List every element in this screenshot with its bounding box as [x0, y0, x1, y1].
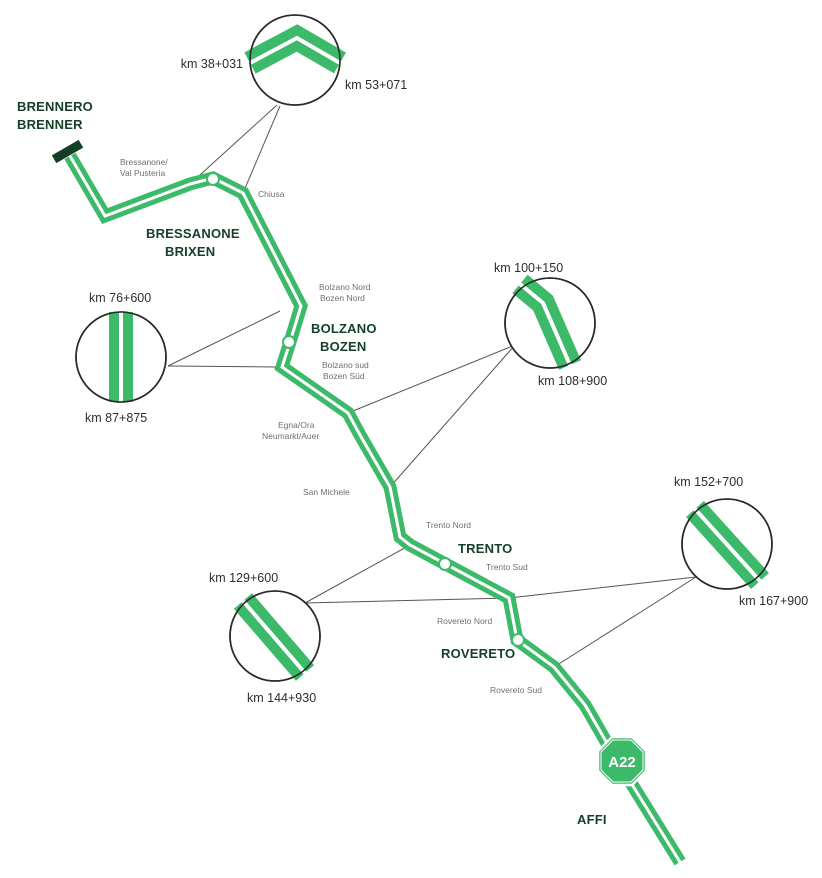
section-4-from: km 129+600 [209, 571, 278, 585]
zoom-circle-3 [504, 274, 596, 370]
section-1-road-center [249, 35, 342, 65]
bressanone-marker [206, 172, 220, 186]
a22-badge-label: A22 [608, 754, 636, 771]
route-line [64, 152, 686, 866]
section-5-from: km 152+700 [674, 475, 743, 489]
motorway-shield-octagon-icon [596, 735, 648, 787]
city-brennero-it: BRENNERO [17, 99, 93, 114]
section-5-to: km 167+900 [739, 594, 808, 608]
section-4-road-center [241, 599, 307, 675]
exit-bressanone-2: Val Pusteria [120, 168, 165, 178]
section-2-to: km 87+875 [85, 411, 147, 425]
exit-san-michele: San Michele [303, 487, 350, 497]
city-rovereto: ROVERETO [441, 646, 515, 661]
city-brennero-de: BRENNER [17, 117, 83, 132]
zoom-circle-4 [229, 590, 321, 682]
section-3-to: km 108+900 [538, 374, 607, 388]
exit-chiusa: Chiusa [258, 189, 285, 199]
exit-trento-sud: Trento Sud [486, 562, 528, 572]
exit-egna-2: Neumarkt/Auer [262, 431, 319, 441]
exit-bolzano-nord-2: Bozen Nord [320, 293, 365, 303]
a22-route [51, 139, 686, 866]
exit-bressanone-1: Bressanone/ [120, 157, 168, 167]
exit-bolzano-nord-1: Bolzano Nord [319, 282, 371, 292]
exit-rovereto-sud: Rovereto Sud [490, 685, 542, 695]
exit-labels: Bressanone/ Val Pusteria Chiusa Bolzano … [120, 157, 542, 695]
city-labels: BRENNERO BRENNER BRESSANONE BRIXEN BOLZA… [17, 99, 607, 827]
rovereto-marker [511, 633, 525, 647]
exit-rovereto-nord: Rovereto Nord [437, 616, 493, 626]
bolzano-marker [282, 335, 296, 349]
a22-badge: A22 [596, 735, 648, 787]
exit-trento-nord: Trento Nord [426, 520, 471, 530]
brennero-terminus-bar [51, 139, 84, 164]
section-1-from: km 38+031 [181, 57, 243, 71]
exit-bolzano-sud-1: Bolzano sud [322, 360, 369, 370]
zoom-circle-1 [244, 14, 347, 106]
city-affi: AFFI [577, 812, 607, 827]
section-2-from: km 76+600 [89, 291, 151, 305]
city-trento: TRENTO [458, 541, 512, 556]
zoom-circle-2 [75, 311, 167, 403]
section-3-road-center [518, 282, 572, 366]
city-bolzano-it: BOLZANO [311, 321, 377, 336]
leader-lines [167, 104, 697, 668]
section-4-to: km 144+930 [247, 691, 316, 705]
section-5-road-center [693, 507, 762, 583]
badge-inner-border [600, 739, 644, 783]
city-bressanone-de: BRIXEN [165, 244, 215, 259]
city-bolzano-de: BOZEN [320, 339, 367, 354]
city-markers [206, 172, 525, 647]
section-3-from: km 100+150 [494, 261, 563, 275]
exit-egna-1: Egna/Ora [278, 420, 315, 430]
trento-marker [438, 557, 452, 571]
km-labels: km 38+031 km 53+071 km 76+600 km 87+875 … [85, 57, 808, 705]
route-center-line [68, 155, 682, 863]
section-1-to: km 53+071 [345, 78, 407, 92]
zoom-circle-5 [681, 498, 773, 590]
city-bressanone-it: BRESSANONE [146, 226, 240, 241]
exit-bolzano-sud-2: Bozen Süd [323, 371, 365, 381]
